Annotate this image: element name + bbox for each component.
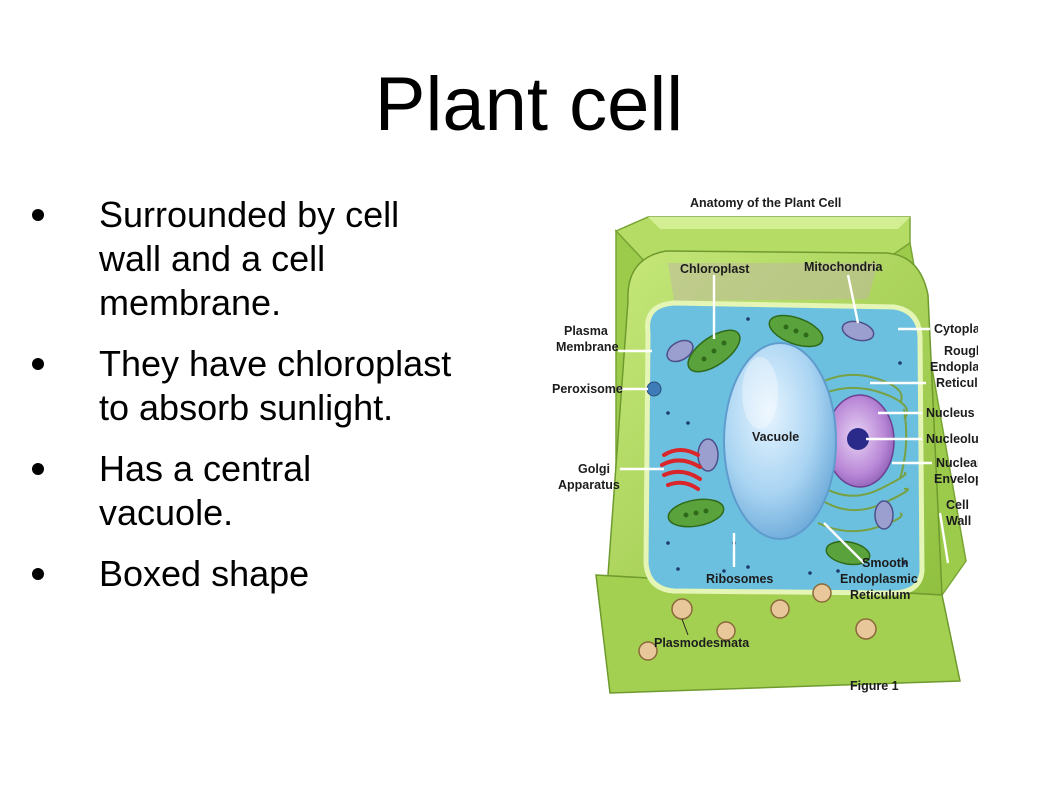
label-mitochondria: Mitochondria xyxy=(804,260,884,274)
label-cytoplasm: Cytoplasm xyxy=(934,322,978,336)
bullet-line: They have chloroplast xyxy=(99,343,452,384)
plasmodesmata-shape xyxy=(638,583,877,661)
bullet-list: Surrounded by cell wall and a cell membr… xyxy=(32,193,532,613)
label-cell-wall-2: Wall xyxy=(946,514,971,528)
label-nucleolus: Nucleolus xyxy=(926,432,978,446)
label-chloroplast: Chloroplast xyxy=(680,262,750,276)
peroxisome-shape xyxy=(646,381,662,397)
bullet-dot-icon xyxy=(32,463,44,475)
bullet-line: Has a central xyxy=(99,448,312,489)
bullet-item: Has a central vacuole. xyxy=(32,447,532,535)
bullet-dot-icon xyxy=(32,358,44,370)
label-golgi-2: Apparatus xyxy=(558,478,620,492)
slide-title: Plant cell xyxy=(374,62,684,147)
figure-heading: Anatomy of the Plant Cell xyxy=(690,196,841,210)
vacuole-shape xyxy=(723,342,837,540)
bullet-dot-icon xyxy=(32,568,44,580)
leader-lines xyxy=(618,274,950,636)
label-smooth-er-1: Smooth xyxy=(862,556,909,570)
label-vacuole: Vacuole xyxy=(752,430,799,444)
label-nucleus: Nucleus xyxy=(926,406,975,420)
bullet-item: Surrounded by cell wall and a cell membr… xyxy=(32,193,532,325)
bullet-line: Surrounded by cell xyxy=(99,194,400,235)
label-ribosomes: Ribosomes xyxy=(706,572,773,586)
bullet-line: membrane. xyxy=(99,282,282,323)
bullet-item: Boxed shape xyxy=(32,552,532,596)
label-peroxisome: Peroxisome xyxy=(552,382,623,396)
label-plasma-membrane-1: Plasma xyxy=(564,324,609,338)
bullet-line: wall and a cell xyxy=(99,238,326,279)
label-nuclear-envelope-2: Envelope xyxy=(934,472,978,486)
bullet-line: to absorb sunlight. xyxy=(99,387,394,428)
bullet-dot-icon xyxy=(32,209,44,221)
plant-cell-figure: Anatomy of the Plant Cell xyxy=(548,183,978,700)
label-rough-er-1: Rough xyxy=(944,344,978,358)
golgi-apparatus-shape xyxy=(660,448,702,491)
bullet-item: They have chloroplast to absorb sunlight… xyxy=(32,342,532,430)
label-plasma-membrane-2: Membrane xyxy=(556,340,619,354)
chloroplast-shape xyxy=(667,314,871,566)
label-rough-er-3: Reticulum xyxy=(936,376,978,390)
mitochondria-shape xyxy=(666,320,894,530)
bullet-line: vacuole. xyxy=(99,492,234,533)
label-rough-er-2: Endoplasmic xyxy=(930,360,978,374)
label-golgi-1: Golgi xyxy=(578,462,610,476)
label-smooth-er-2: Endoplasmic xyxy=(840,572,918,586)
label-smooth-er-3: Reticulum xyxy=(850,588,910,602)
label-plasmodesmata: Plasmodesmata xyxy=(654,636,750,650)
bullet-line: Boxed shape xyxy=(99,553,310,594)
figure-caption: Figure 1 xyxy=(850,679,899,693)
label-cell-wall-1: Cell xyxy=(946,498,969,512)
label-nuclear-envelope-1: Nuclear xyxy=(936,456,978,470)
nucleolus-shape xyxy=(847,428,869,450)
